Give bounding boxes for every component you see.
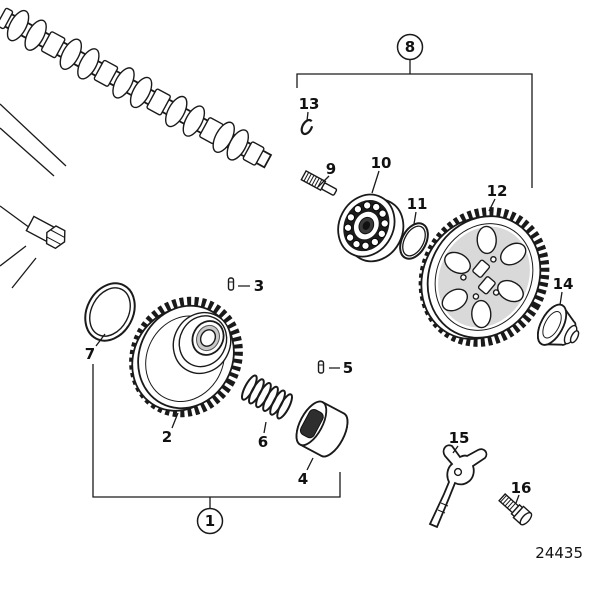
fork-15 [428,444,488,529]
callout-15[interactable]: 15 [449,429,470,447]
gear-2 [129,296,243,418]
gear-bore [191,320,225,356]
bracket-1 [92,364,341,508]
oring-7 [84,282,136,342]
callout-13[interactable]: 13 [299,95,320,113]
idler-gear-12 [418,207,550,347]
ball-bearing-10 [337,193,405,263]
oring-11 [399,222,429,260]
callout-14[interactable]: 14 [553,275,574,293]
callout-1-label[interactable]: 1 [205,512,215,530]
callout-8[interactable]: 8 [396,33,424,61]
pin-3 [227,277,235,291]
callout-1[interactable]: 1 [196,507,224,535]
leader-lines [95,111,563,504]
callout-5[interactable]: 5 [343,359,353,377]
drawing-number: 24435 [535,544,583,562]
callout-7[interactable]: 7 [85,345,95,363]
snap-ring-13 [300,118,314,136]
callout-4[interactable]: 4 [298,470,308,488]
pin-5 [317,360,325,374]
gear-cutouts [441,225,527,329]
spring-6 [240,374,294,420]
camshaft [0,7,273,169]
hex-nut [45,225,66,250]
engine-block-outline [0,103,67,289]
callout-9[interactable]: 9 [326,160,336,178]
gear-center-details [460,256,500,300]
callout-10[interactable]: 10 [371,154,392,172]
callout-2[interactable]: 2 [162,428,172,446]
callout-6[interactable]: 6 [258,433,268,451]
bearing-balls [343,201,389,250]
bushing-4 [295,400,349,458]
bracket-8 [296,60,533,188]
bolt-16 [498,492,533,526]
cap-14 [536,303,580,346]
callout-12[interactable]: 12 [487,182,508,200]
callout-8-label[interactable]: 8 [405,38,415,56]
callout-16[interactable]: 16 [511,479,532,497]
callout-3[interactable]: 3 [254,277,264,295]
callout-11[interactable]: 11 [407,195,428,213]
